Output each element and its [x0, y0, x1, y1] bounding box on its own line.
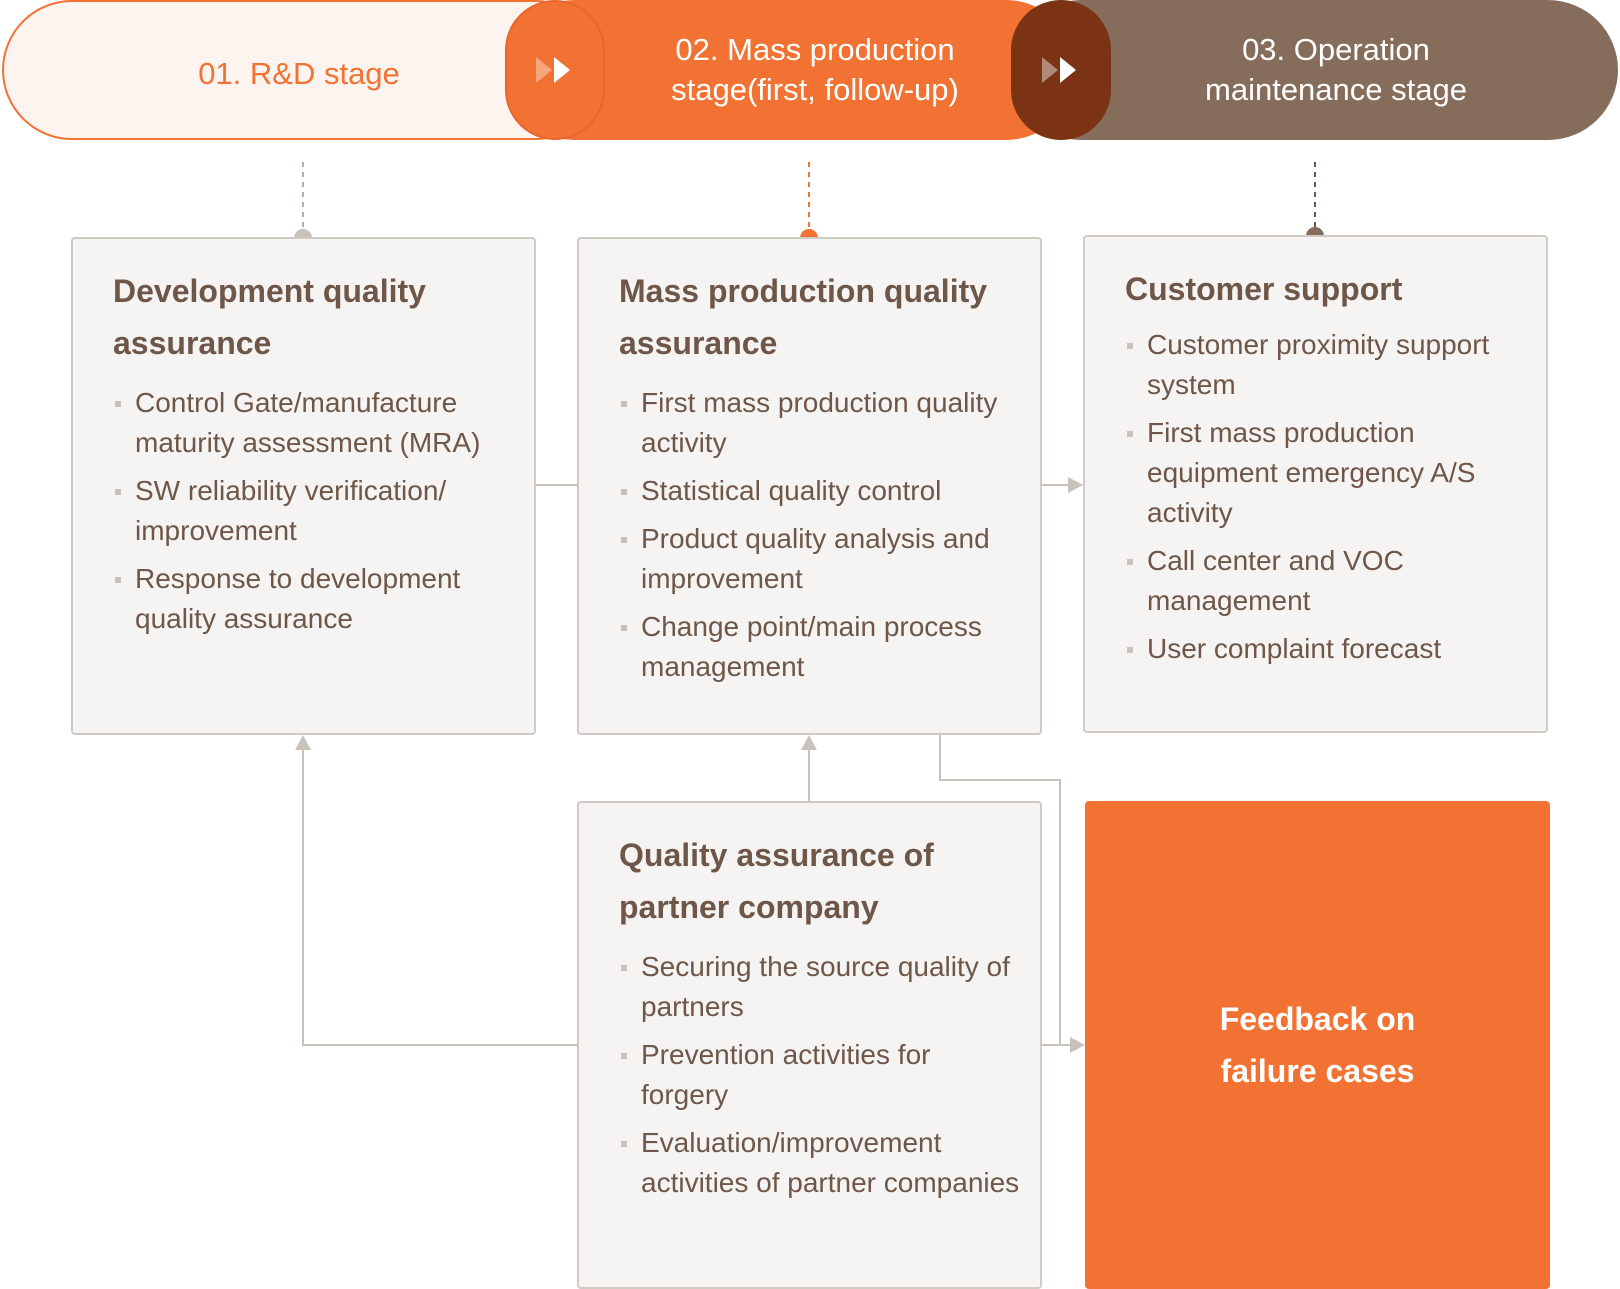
mass-production-quality-list: First mass production quality activity S… [619, 383, 1020, 687]
partner-quality-list: Securing the source quality of partners … [619, 947, 1020, 1203]
list-item: Control Gate/manufacture maturity assess… [113, 383, 504, 463]
bullet-icon [1127, 559, 1133, 565]
mass-production-quality-box: Mass production quality assurance First … [577, 237, 1042, 735]
partner-quality-box: Quality assurance of partner company Sec… [577, 801, 1042, 1289]
customer-support-title: Customer support [1125, 271, 1403, 307]
development-quality-box: Development quality assurance Control Ga… [71, 237, 536, 735]
list-item: Prevention activities for forgery [619, 1035, 1020, 1115]
bullet-icon [621, 401, 627, 407]
bullet-icon [115, 577, 121, 583]
bullet-icon [621, 1053, 627, 1059]
bullet-icon [621, 965, 627, 971]
stage-operation-label: 03. Operation maintenance stage [1205, 32, 1467, 107]
list-item: Securing the source quality of partners [619, 947, 1020, 1027]
list-item: First mass production quality activity [619, 383, 1020, 463]
list-item: Customer proximity support system [1125, 325, 1526, 405]
bullet-icon [621, 537, 627, 543]
list-item: User complaint forecast [1125, 629, 1526, 669]
bullet-icon [621, 489, 627, 495]
development-quality-title: Development quality assurance [113, 273, 426, 361]
mass-production-quality-title: Mass production quality assurance [619, 273, 988, 361]
list-item: Call center and VOC management [1125, 541, 1526, 621]
stage-rnd: 01. R&D stage [2, 0, 605, 140]
double-chevron-right-icon [1011, 0, 1111, 140]
bullet-icon [1127, 343, 1133, 349]
bullet-icon [115, 489, 121, 495]
development-quality-list: Control Gate/manufacture maturity assess… [113, 383, 504, 639]
bullet-icon [1127, 647, 1133, 653]
bullet-icon [115, 401, 121, 407]
stage-mass-production-label: 02. Mass production stage(first, follow-… [671, 32, 959, 107]
feedback-label: Feedback on failure cases [1219, 1001, 1416, 1089]
stage-mass-production: 02. Mass production stage(first, follow-… [505, 0, 1076, 140]
customer-support-list: Customer proximity support system First … [1125, 325, 1526, 669]
list-item: Product quality analysis and improvement [619, 519, 1020, 599]
bullet-icon [621, 625, 627, 631]
stage-operation: 03. Operation maintenance stage [1011, 0, 1618, 140]
partner-quality-title: Quality assurance of partner company [619, 837, 934, 925]
stage-strip: 01. R&D stage 02. Mass production stage(… [0, 0, 1620, 145]
list-item: Evaluation/improvement activities of par… [619, 1123, 1020, 1203]
list-item: Change point/main process management [619, 607, 1020, 687]
list-item: Statistical quality control [619, 471, 1020, 511]
list-item: Response to development quality assuranc… [113, 559, 504, 639]
list-item: SW reliability verification/ improvement [113, 471, 504, 551]
stage-rnd-label: 01. R&D stage [198, 56, 400, 91]
double-chevron-right-icon [505, 0, 605, 140]
list-item: First mass production equipment emergenc… [1125, 413, 1526, 533]
customer-support-box: Customer support Customer proximity supp… [1083, 235, 1548, 733]
bullet-icon [621, 1141, 627, 1147]
feedback-box: Feedback on failure cases [1085, 801, 1550, 1289]
bullet-icon [1127, 431, 1133, 437]
